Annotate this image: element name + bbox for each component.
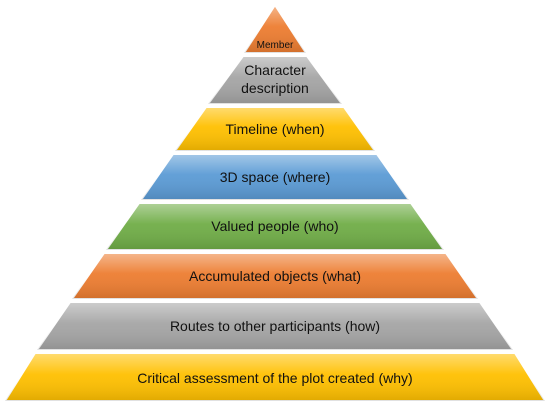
level-label: Critical assessment of the plot created … [137, 370, 412, 386]
level-label: Accumulated objects (what) [189, 268, 361, 284]
level-label-line-2: description [241, 80, 309, 96]
level-gloss [37, 302, 513, 350]
pyramid-level-valued-people: Valued people (who) [104, 202, 446, 251]
pyramid-level-3d-space: 3D space (where) [139, 153, 411, 201]
level-gloss [106, 203, 444, 250]
level-label: Timeline (when) [225, 121, 324, 137]
level-label: 3D space (where) [220, 169, 331, 185]
level-gloss [244, 5, 306, 53]
pyramid-level-critical-assessment: Critical assessment of the plot created … [3, 352, 547, 402]
level-gloss [208, 56, 342, 104]
level-gloss [5, 353, 545, 401]
pyramid-level-member: Member [242, 3, 308, 54]
pyramid-level-routes: Routes to other participants (how) [35, 301, 515, 351]
level-gloss [72, 253, 478, 299]
pyramid-level-accumulated-objects: Accumulated objects (what) [70, 252, 480, 300]
level-gloss [175, 107, 375, 151]
level-label: Valued people (who) [211, 218, 338, 234]
level-gloss [141, 154, 409, 200]
level-label: Routes to other participants (how) [170, 318, 380, 334]
level-label: Member [257, 40, 294, 51]
pyramid-level-character-description: Character description [206, 55, 344, 105]
level-label-line-1: Character [244, 62, 306, 78]
pyramid-level-timeline: Timeline (when) [173, 106, 377, 152]
